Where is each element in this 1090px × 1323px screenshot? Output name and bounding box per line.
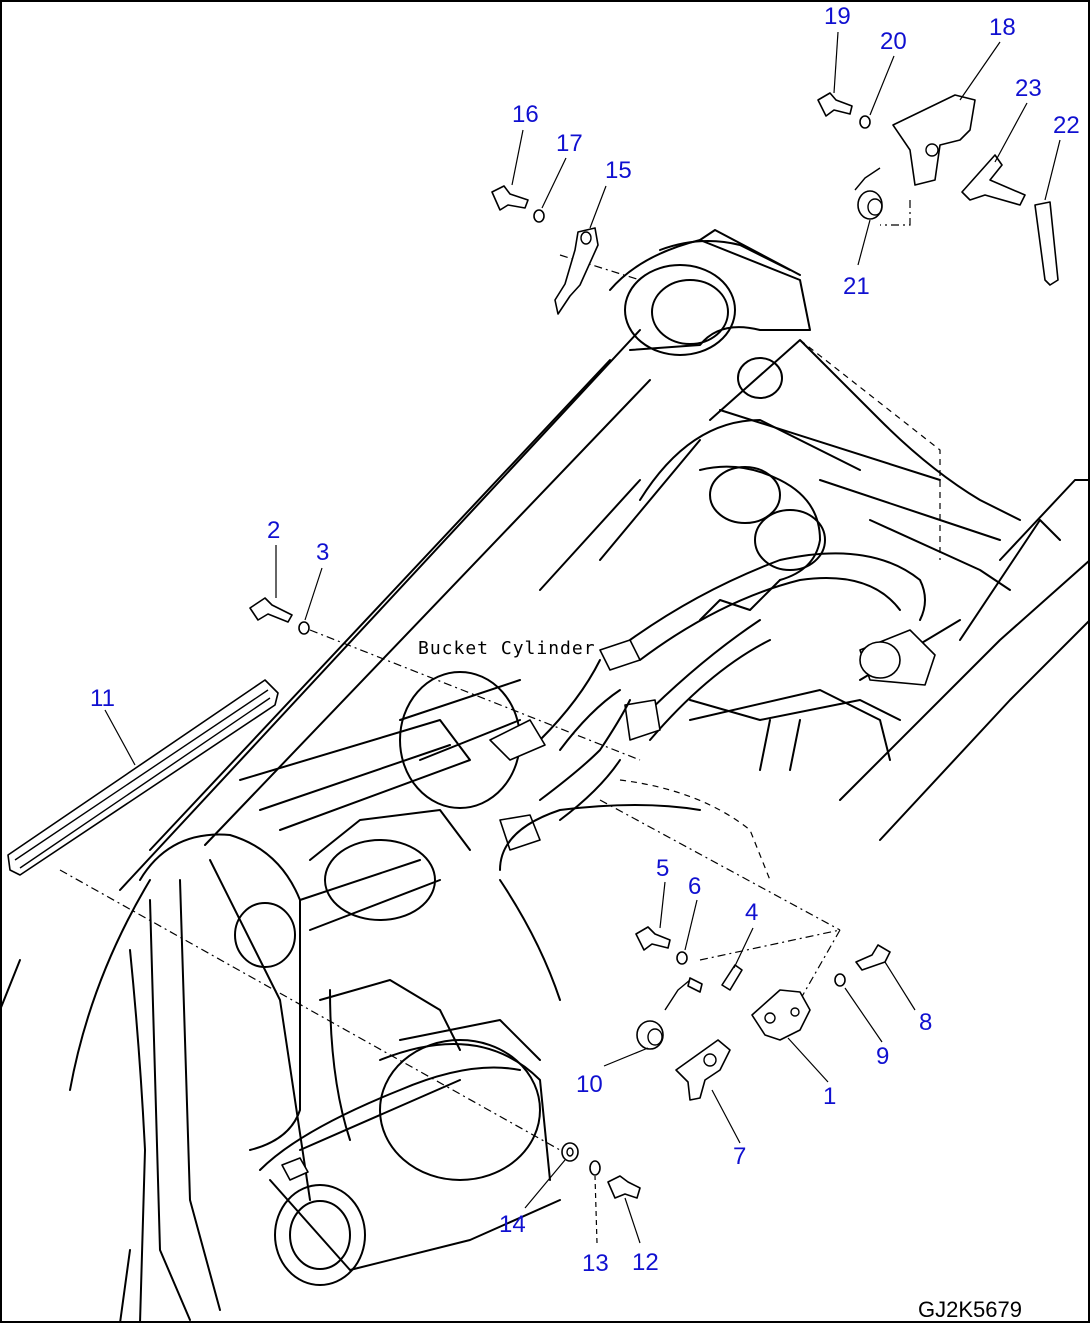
callout-5: 5 [656,855,669,882]
bracket-15 [554,227,599,315]
callout-10: 10 [576,1071,603,1098]
callout-20: 20 [880,28,907,55]
parts [7,92,1059,1199]
callout-11: 11 [90,685,115,712]
washer-3 [298,621,310,635]
clip-4 [721,964,743,991]
callout-13: 13 [582,1250,609,1277]
annotation-bucket-cylinder: Bucket Cylinder [418,638,596,659]
bolt-8 [855,944,891,971]
bracket-1 [751,989,811,1041]
plate-7 [675,1039,731,1101]
callout-22: 22 [1053,112,1080,139]
callout-2: 2 [267,517,280,544]
callout-14: 14 [499,1211,526,1238]
callout-18: 18 [989,14,1016,41]
callout-12: 12 [632,1249,659,1276]
bracket-18 [892,94,976,186]
callout-17: 17 [556,130,583,157]
callout-1: 1 [823,1083,836,1110]
washer-14 [561,1142,579,1162]
leader-lines [104,31,1061,1244]
rail-11 [7,679,279,876]
bolt-2 [249,597,293,623]
washer-17 [533,209,545,223]
callout-numbers: 1 2 3 4 5 6 7 8 9 10 11 12 13 14 15 16 1… [90,3,1080,1277]
callout-8: 8 [919,1009,932,1036]
callout-7: 7 [733,1143,746,1170]
plate-22 [1034,201,1059,286]
callout-16: 16 [512,101,539,128]
drawing-code: GJ2K5679 [918,1297,1022,1322]
callout-21: 21 [843,273,870,300]
washer-20 [859,115,871,129]
callout-4: 4 [745,899,758,926]
callout-9: 9 [876,1043,889,1070]
sensor-10 [636,1020,664,1050]
callout-15: 15 [605,157,632,184]
callout-19: 19 [824,3,851,30]
callout-3: 3 [316,539,329,566]
callout-23: 23 [1015,75,1042,102]
bolt-5 [635,926,671,951]
machine-structure [0,229,1090,1323]
washer-13 [589,1160,601,1176]
callout-6: 6 [688,873,701,900]
plate-23 [961,154,1026,206]
bolt-16 [491,185,529,211]
bolt-19 [817,92,853,117]
bolt-12 [607,1175,641,1199]
washer-6 [676,951,688,965]
washer-9 [834,973,846,987]
